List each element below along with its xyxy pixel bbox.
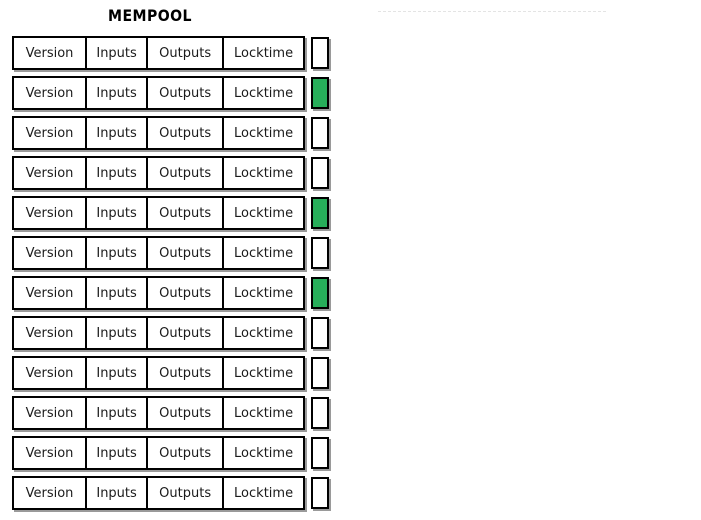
cell-outputs: Outputs xyxy=(148,38,225,68)
status-indicator-pending[interactable] xyxy=(311,117,329,149)
cell-inputs: Inputs xyxy=(87,318,149,348)
cell-locktime: Locktime xyxy=(224,198,303,228)
cell-locktime: Locktime xyxy=(224,318,303,348)
cell-version: Version xyxy=(14,398,87,428)
cell-inputs: Inputs xyxy=(87,198,149,228)
cell-outputs: Outputs xyxy=(148,358,225,388)
cell-locktime: Locktime xyxy=(224,398,303,428)
cell-outputs: Outputs xyxy=(148,318,225,348)
status-indicator-pending[interactable] xyxy=(311,237,329,269)
cell-inputs: Inputs xyxy=(87,78,149,108)
status-indicator-pending[interactable] xyxy=(311,37,329,69)
cell-inputs: Inputs xyxy=(87,38,149,68)
status-indicator-pending[interactable] xyxy=(311,317,329,349)
page-title: MEMPOOL xyxy=(108,6,192,25)
cell-inputs: Inputs xyxy=(87,398,149,428)
dashed-rule-divider xyxy=(378,11,606,12)
cell-version: Version xyxy=(14,478,87,508)
cell-outputs: Outputs xyxy=(148,438,225,468)
cell-outputs: Outputs xyxy=(148,198,225,228)
cell-locktime: Locktime xyxy=(224,158,303,188)
cell-version: Version xyxy=(14,78,87,108)
status-indicator-pending[interactable] xyxy=(311,397,329,429)
cell-locktime: Locktime xyxy=(224,438,303,468)
cell-outputs: Outputs xyxy=(148,478,225,508)
cell-version: Version xyxy=(14,318,87,348)
cell-version: Version xyxy=(14,38,87,68)
status-indicator-pending[interactable] xyxy=(311,157,329,189)
cell-outputs: Outputs xyxy=(148,158,225,188)
status-indicator-pending[interactable] xyxy=(311,477,329,509)
cell-locktime: Locktime xyxy=(224,478,303,508)
cell-version: Version xyxy=(14,158,87,188)
cell-locktime: Locktime xyxy=(224,118,303,148)
status-indicator-confirmed[interactable] xyxy=(311,77,329,109)
cell-version: Version xyxy=(14,438,87,468)
cell-version: Version xyxy=(14,278,87,308)
status-indicator-confirmed[interactable] xyxy=(311,197,329,229)
status-indicator-pending[interactable] xyxy=(311,437,329,469)
cell-version: Version xyxy=(14,118,87,148)
cell-inputs: Inputs xyxy=(87,358,149,388)
cell-inputs: Inputs xyxy=(87,238,149,268)
status-indicator-pending[interactable] xyxy=(311,357,329,389)
cell-outputs: Outputs xyxy=(148,238,225,268)
cell-version: Version xyxy=(14,358,87,388)
cell-locktime: Locktime xyxy=(224,38,303,68)
cell-inputs: Inputs xyxy=(87,438,149,468)
cell-inputs: Inputs xyxy=(87,478,149,508)
cell-outputs: Outputs xyxy=(148,398,225,428)
cell-inputs: Inputs xyxy=(87,118,149,148)
cell-outputs: Outputs xyxy=(148,78,225,108)
cell-locktime: Locktime xyxy=(224,238,303,268)
cell-locktime: Locktime xyxy=(224,358,303,388)
cell-version: Version xyxy=(14,198,87,228)
cell-locktime: Locktime xyxy=(224,78,303,108)
cell-locktime: Locktime xyxy=(224,278,303,308)
cell-outputs: Outputs xyxy=(148,278,225,308)
cell-inputs: Inputs xyxy=(87,158,149,188)
cell-inputs: Inputs xyxy=(87,278,149,308)
cell-version: Version xyxy=(14,238,87,268)
status-indicator-confirmed[interactable] xyxy=(311,277,329,309)
cell-outputs: Outputs xyxy=(148,118,225,148)
